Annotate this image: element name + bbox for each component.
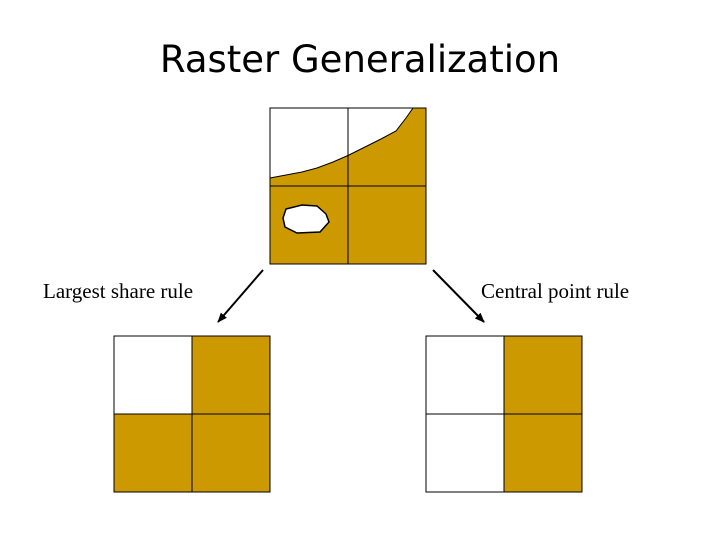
- arrow-left: [217, 269, 264, 323]
- largest-share-cell-0-0: [113, 335, 193, 415]
- central-point-cell-0-1: [503, 335, 583, 415]
- source-border: [269, 107, 427, 265]
- source-raster: [269, 107, 427, 265]
- slide-title: Raster Generalization: [159, 38, 561, 81]
- largest-share-cell-1-0: [113, 413, 193, 493]
- largest-share-grid: [113, 335, 271, 493]
- central-point-cell-0-0: [425, 335, 505, 415]
- largest-share-cell-1-1: [191, 413, 271, 493]
- central-point-cell-1-0: [425, 413, 505, 493]
- white-region-shape: [269, 107, 414, 179]
- arrow-right: [432, 269, 485, 323]
- central-point-grid: [425, 335, 583, 493]
- largest-share-cell-0-1: [191, 335, 271, 415]
- central-point-label: Central point rule: [481, 279, 630, 303]
- largest-share-label: Largest share rule: [43, 279, 194, 303]
- central-point-cell-1-1: [503, 413, 583, 493]
- hole-shape: [282, 204, 330, 234]
